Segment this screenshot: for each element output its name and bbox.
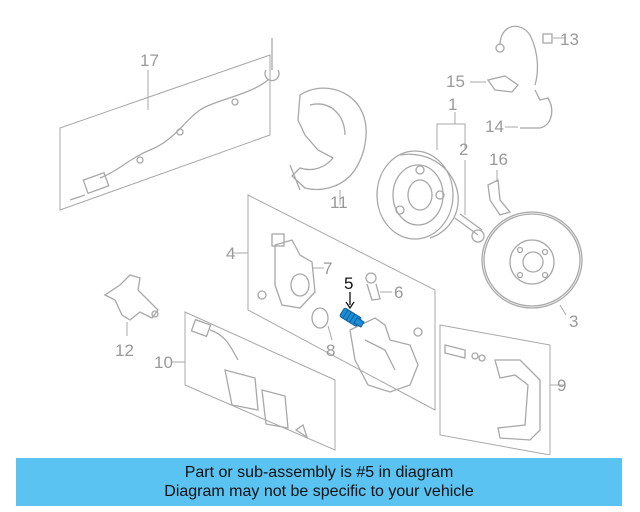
part-1-wheel-hub	[376, 112, 466, 240]
part-13-brake-hose	[495, 25, 565, 86]
callout-17: 17	[140, 51, 159, 70]
info-banner: Part or sub-assembly is #5 in diagram Di…	[16, 458, 622, 506]
part-9-carrier-bracket	[439, 324, 565, 455]
banner-line-2: Diagram may not be specific to your vehi…	[164, 483, 474, 500]
part-14-brake-line	[505, 89, 553, 129]
part-11-dust-shield	[289, 87, 367, 205]
callout-4: 4	[226, 244, 235, 263]
banner-line-1: Part or sub-assembly is #5 in diagram	[184, 464, 454, 481]
parts-diagram: 17 13 15 1 14 2 16 11 4 7 5 6 3 8 12 10 …	[59, 25, 583, 455]
callout-11: 11	[330, 193, 348, 212]
callout-8: 8	[326, 341, 335, 360]
callout-15: 15	[446, 72, 465, 91]
callout-9: 9	[557, 376, 566, 395]
part-5-bleeder-screw	[339, 292, 365, 328]
callout-14: 14	[485, 117, 504, 136]
part-8-seal	[311, 307, 333, 341]
callout-2: 2	[459, 140, 468, 159]
part-10-brake-pads	[172, 311, 336, 451]
part-17-sensor-harness	[59, 38, 280, 211]
part-4-caliper-panel	[233, 194, 436, 411]
callout-13: 13	[560, 30, 579, 49]
callout-1: 1	[448, 95, 457, 114]
part-6-guide-pin	[365, 272, 392, 301]
callout-6: 6	[394, 283, 403, 302]
callout-10: 10	[154, 353, 173, 372]
callout-12: 12	[115, 341, 134, 360]
part-16-clip	[487, 170, 512, 216]
callout-16: 16	[489, 150, 508, 169]
callout-7: 7	[323, 259, 332, 278]
caliper-carrier	[349, 317, 423, 393]
part-12-bracket	[103, 274, 159, 336]
callout-labels: 17 13 15 1 14 2 16 11 4 7 5 6 3 8 12 10 …	[115, 30, 579, 395]
part-2-hub-bolt	[454, 160, 485, 243]
part-3-brake-disc	[481, 211, 583, 316]
part-15-hose-bracket	[470, 75, 519, 93]
callout-3: 3	[569, 312, 578, 331]
callout-5: 5	[344, 274, 353, 293]
part-7-caliper-housing	[257, 233, 324, 309]
